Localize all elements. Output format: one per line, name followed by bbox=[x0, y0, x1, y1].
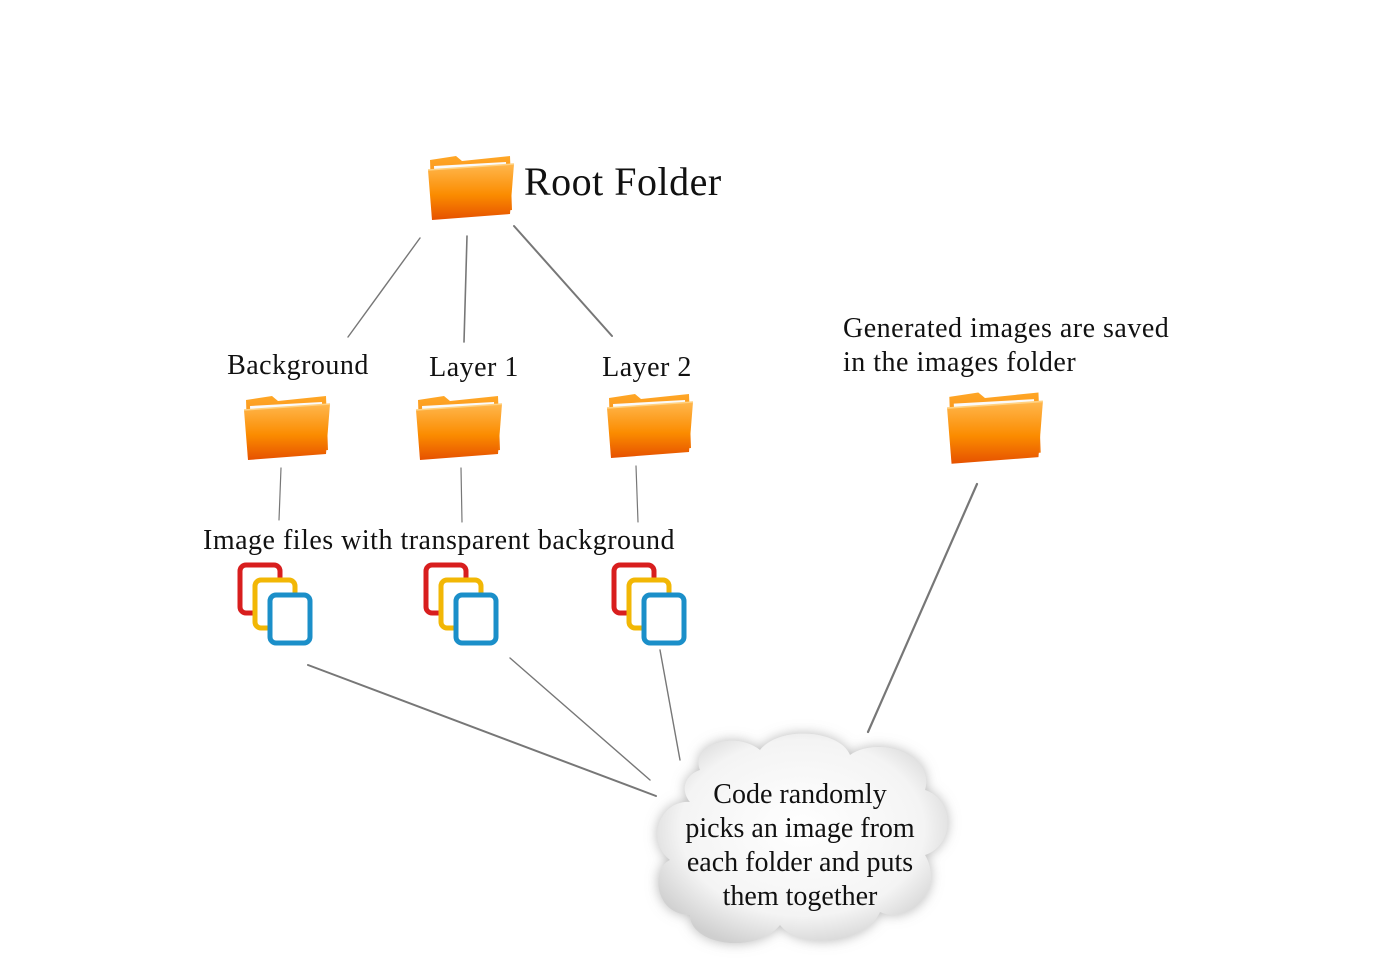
layer1-file-stack-icon bbox=[426, 565, 496, 643]
cloud-text-line4: them together bbox=[722, 881, 878, 912]
output-caption: Generated images are saved in the images… bbox=[843, 312, 1223, 380]
cloud-text-line1: Code randomly bbox=[713, 779, 887, 810]
connector-root-layer1 bbox=[463, 235, 468, 343]
connector-files3-cloud bbox=[659, 649, 681, 761]
output-caption-line2: in the images folder bbox=[843, 347, 1077, 378]
connector-background-files bbox=[278, 467, 282, 521]
layer1-folder-label: Layer 1 bbox=[429, 352, 519, 383]
connector-files1-cloud bbox=[307, 664, 657, 797]
connector-root-layer2 bbox=[513, 225, 613, 337]
background-folder-icon bbox=[243, 395, 331, 461]
output-caption-line1: Generated images are saved bbox=[843, 313, 1170, 344]
connector-layer1-files bbox=[460, 467, 463, 523]
connector-cloud-output bbox=[866, 482, 979, 734]
root-folder-icon bbox=[427, 155, 515, 221]
root-folder-label: Root Folder bbox=[524, 159, 722, 204]
cloud-text: Code randomly picks an image from each f… bbox=[660, 778, 940, 914]
layer2-folder-icon bbox=[606, 393, 694, 459]
files-caption: Image files with transparent background bbox=[203, 525, 676, 556]
images-folder-icon bbox=[946, 391, 1044, 465]
background-file-stack-icon bbox=[240, 565, 310, 643]
connector-lines bbox=[278, 225, 979, 797]
connector-layer2-files bbox=[635, 465, 639, 523]
background-folder-label: Background bbox=[227, 350, 369, 381]
cloud-shape bbox=[657, 733, 948, 944]
connector-files2-cloud bbox=[509, 657, 651, 781]
layer1-folder-icon bbox=[415, 395, 503, 461]
cloud-text-line2: picks an image from bbox=[685, 813, 915, 844]
layer2-file-stack-icon bbox=[614, 565, 684, 643]
connector-root-background bbox=[347, 237, 421, 338]
cloud-text-line3: each folder and puts bbox=[686, 847, 914, 878]
layer2-folder-label: Layer 2 bbox=[602, 352, 692, 383]
